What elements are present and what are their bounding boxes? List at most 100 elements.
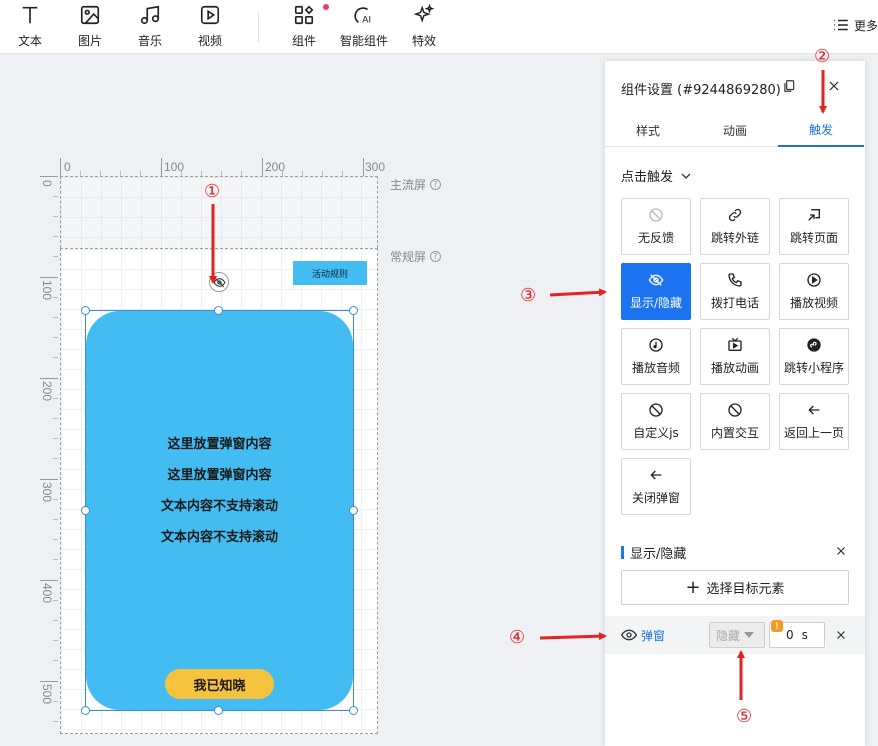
close-icon[interactable] (835, 545, 847, 557)
main-screen-label-text: 主流屏 (390, 178, 427, 192)
resize-handle[interactable] (214, 306, 223, 315)
resize-handle[interactable] (214, 706, 223, 715)
resize-handle[interactable] (81, 706, 90, 715)
visibility-action-select[interactable]: 隐藏 (709, 622, 765, 648)
action-page-jump[interactable]: 跳转页面 (779, 198, 849, 255)
resize-handle[interactable] (81, 506, 90, 515)
popup-text-line: 文本内容不支持滚动 (160, 499, 278, 514)
panel-title: 组件设置 (#9244869280) (621, 83, 781, 98)
eye-off-icon (648, 274, 664, 286)
action-builtin-interaction[interactable]: 内置交互 (700, 393, 770, 450)
annotation-label-2: ② (814, 46, 831, 67)
ai-component-icon: AI (354, 7, 371, 25)
action-label: 关闭弹窗 (631, 491, 680, 505)
action-label: 拨打电话 (710, 296, 759, 310)
visibility-marker[interactable] (209, 272, 229, 292)
page-jump-icon (808, 209, 820, 221)
select-target-button[interactable]: + 选择目标元素 (621, 570, 849, 605)
tool-label: 智能组件 (340, 34, 389, 48)
tab-animation[interactable]: 动画 (722, 123, 747, 138)
help-icon[interactable]: ? (430, 179, 442, 190)
more-label: 更多 (853, 18, 878, 33)
ruler-number: 100 (40, 280, 54, 301)
ruler-number: 300 (365, 160, 386, 174)
action-mini-program[interactable]: 跳转小程序 (779, 328, 849, 385)
tool-image[interactable]: 图片 (78, 4, 102, 50)
tool-effects[interactable]: 特效 (412, 4, 436, 50)
main-screen-area (60, 176, 378, 248)
action-play-animation[interactable]: 播放动画 (700, 328, 770, 385)
resize-handle[interactable] (349, 706, 358, 715)
normal-screen-label-text: 常规屏 (390, 250, 427, 264)
activity-rules-button[interactable]: 活动规则 (293, 261, 367, 285)
music-note-icon (649, 338, 663, 352)
action-custom-js[interactable]: 自定义js (621, 393, 691, 450)
tool-text[interactable]: 文本 (18, 4, 42, 50)
tool-music[interactable]: 音乐 (138, 4, 162, 50)
annotation-arrow-4 (539, 632, 607, 641)
action-close-popup[interactable]: 关闭弹窗 (621, 458, 691, 515)
component-settings-panel: 组件设置 (#9244869280) 样式 动画 触发 点击触发 无反馈 跳转外… (605, 61, 865, 746)
popup-text-line: 文本内容不支持滚动 (160, 530, 278, 545)
select-target-label: 选择目标元素 (706, 582, 785, 597)
action-label: 播放音频 (631, 361, 680, 375)
popup-component[interactable]: 这里放置弹窗内容 这里放置弹窗内容 文本内容不支持滚动 文本内容不支持滚动 我已… (86, 311, 353, 710)
action-show-hide[interactable]: 显示/隐藏 (621, 263, 691, 320)
action-no-feedback[interactable]: 无反馈 (621, 198, 691, 255)
selection-box (85, 310, 354, 711)
visibility-action-value: 隐藏 (716, 628, 741, 643)
section-accent-bar (621, 546, 624, 559)
tv-icon (728, 337, 742, 351)
action-label: 显示/隐藏 (629, 296, 683, 310)
arrow-left-icon (808, 405, 820, 415)
tool-ai-components[interactable]: AI 智能组件 (340, 4, 388, 50)
help-icon[interactable]: ? (430, 251, 442, 262)
action-play-audio[interactable]: 播放音频 (621, 328, 691, 385)
ruler-number: 200 (40, 381, 54, 402)
target-element-name[interactable]: 弹窗 (641, 629, 666, 643)
eye-icon (621, 629, 637, 641)
action-play-video[interactable]: 播放视频 (779, 263, 849, 320)
no-feedback-icon (649, 208, 663, 222)
close-icon[interactable] (827, 79, 841, 93)
copy-icon[interactable] (782, 79, 796, 93)
normal-screen-label: 常规屏 ? (390, 248, 442, 265)
tool-label: 特效 (412, 34, 437, 48)
tab-style[interactable]: 样式 (635, 123, 660, 138)
resize-handle[interactable] (81, 306, 90, 315)
action-phone-call[interactable]: 拨打电话 (700, 263, 770, 320)
action-external-link[interactable]: 跳转外链 (700, 198, 770, 255)
top-toolbar: 文本 图片 音乐 视频 组件 AI 智能组件 特效 更多 (0, 0, 878, 54)
more-menu-button[interactable]: 更多 (832, 16, 878, 34)
action-label: 跳转页面 (789, 231, 838, 245)
ruler-number: 0 (40, 180, 54, 187)
trigger-type-select[interactable]: 点击触发 (621, 166, 691, 185)
effects-icon (413, 4, 435, 23)
tool-label: 视频 (198, 34, 223, 48)
annotation-arrow-3 (549, 288, 607, 297)
action-go-back[interactable]: 返回上一页 (779, 393, 849, 450)
tab-trigger[interactable]: 触发 (778, 113, 864, 147)
action-label: 自定义js (633, 426, 679, 440)
video-icon (200, 5, 220, 25)
ruler-number: 100 (164, 160, 185, 174)
image-icon (80, 5, 100, 25)
ruler-number: 0 (64, 160, 71, 174)
popup-text-line: 这里放置弹窗内容 (167, 437, 272, 452)
play-icon (807, 273, 821, 287)
trigger-type-label: 点击触发 (621, 170, 674, 185)
tool-video[interactable]: 视频 (198, 4, 222, 50)
phone-icon (728, 273, 742, 287)
chevron-down-icon (681, 173, 691, 179)
resize-handle[interactable] (349, 506, 358, 515)
ruler-number: 400 (40, 583, 54, 604)
resize-handle[interactable] (349, 306, 358, 315)
arrow-left-icon (650, 470, 662, 480)
popup-confirm-button[interactable]: 我已知晓 (165, 669, 274, 699)
tool-label: 图片 (78, 34, 103, 48)
panel-tabs: 样式 动画 触发 (605, 113, 865, 147)
tool-components[interactable]: 组件 (292, 4, 316, 50)
horizontal-ruler: 0 100 200 300 (60, 158, 385, 176)
close-icon[interactable] (835, 629, 847, 641)
duration-unit: s (801, 628, 808, 642)
